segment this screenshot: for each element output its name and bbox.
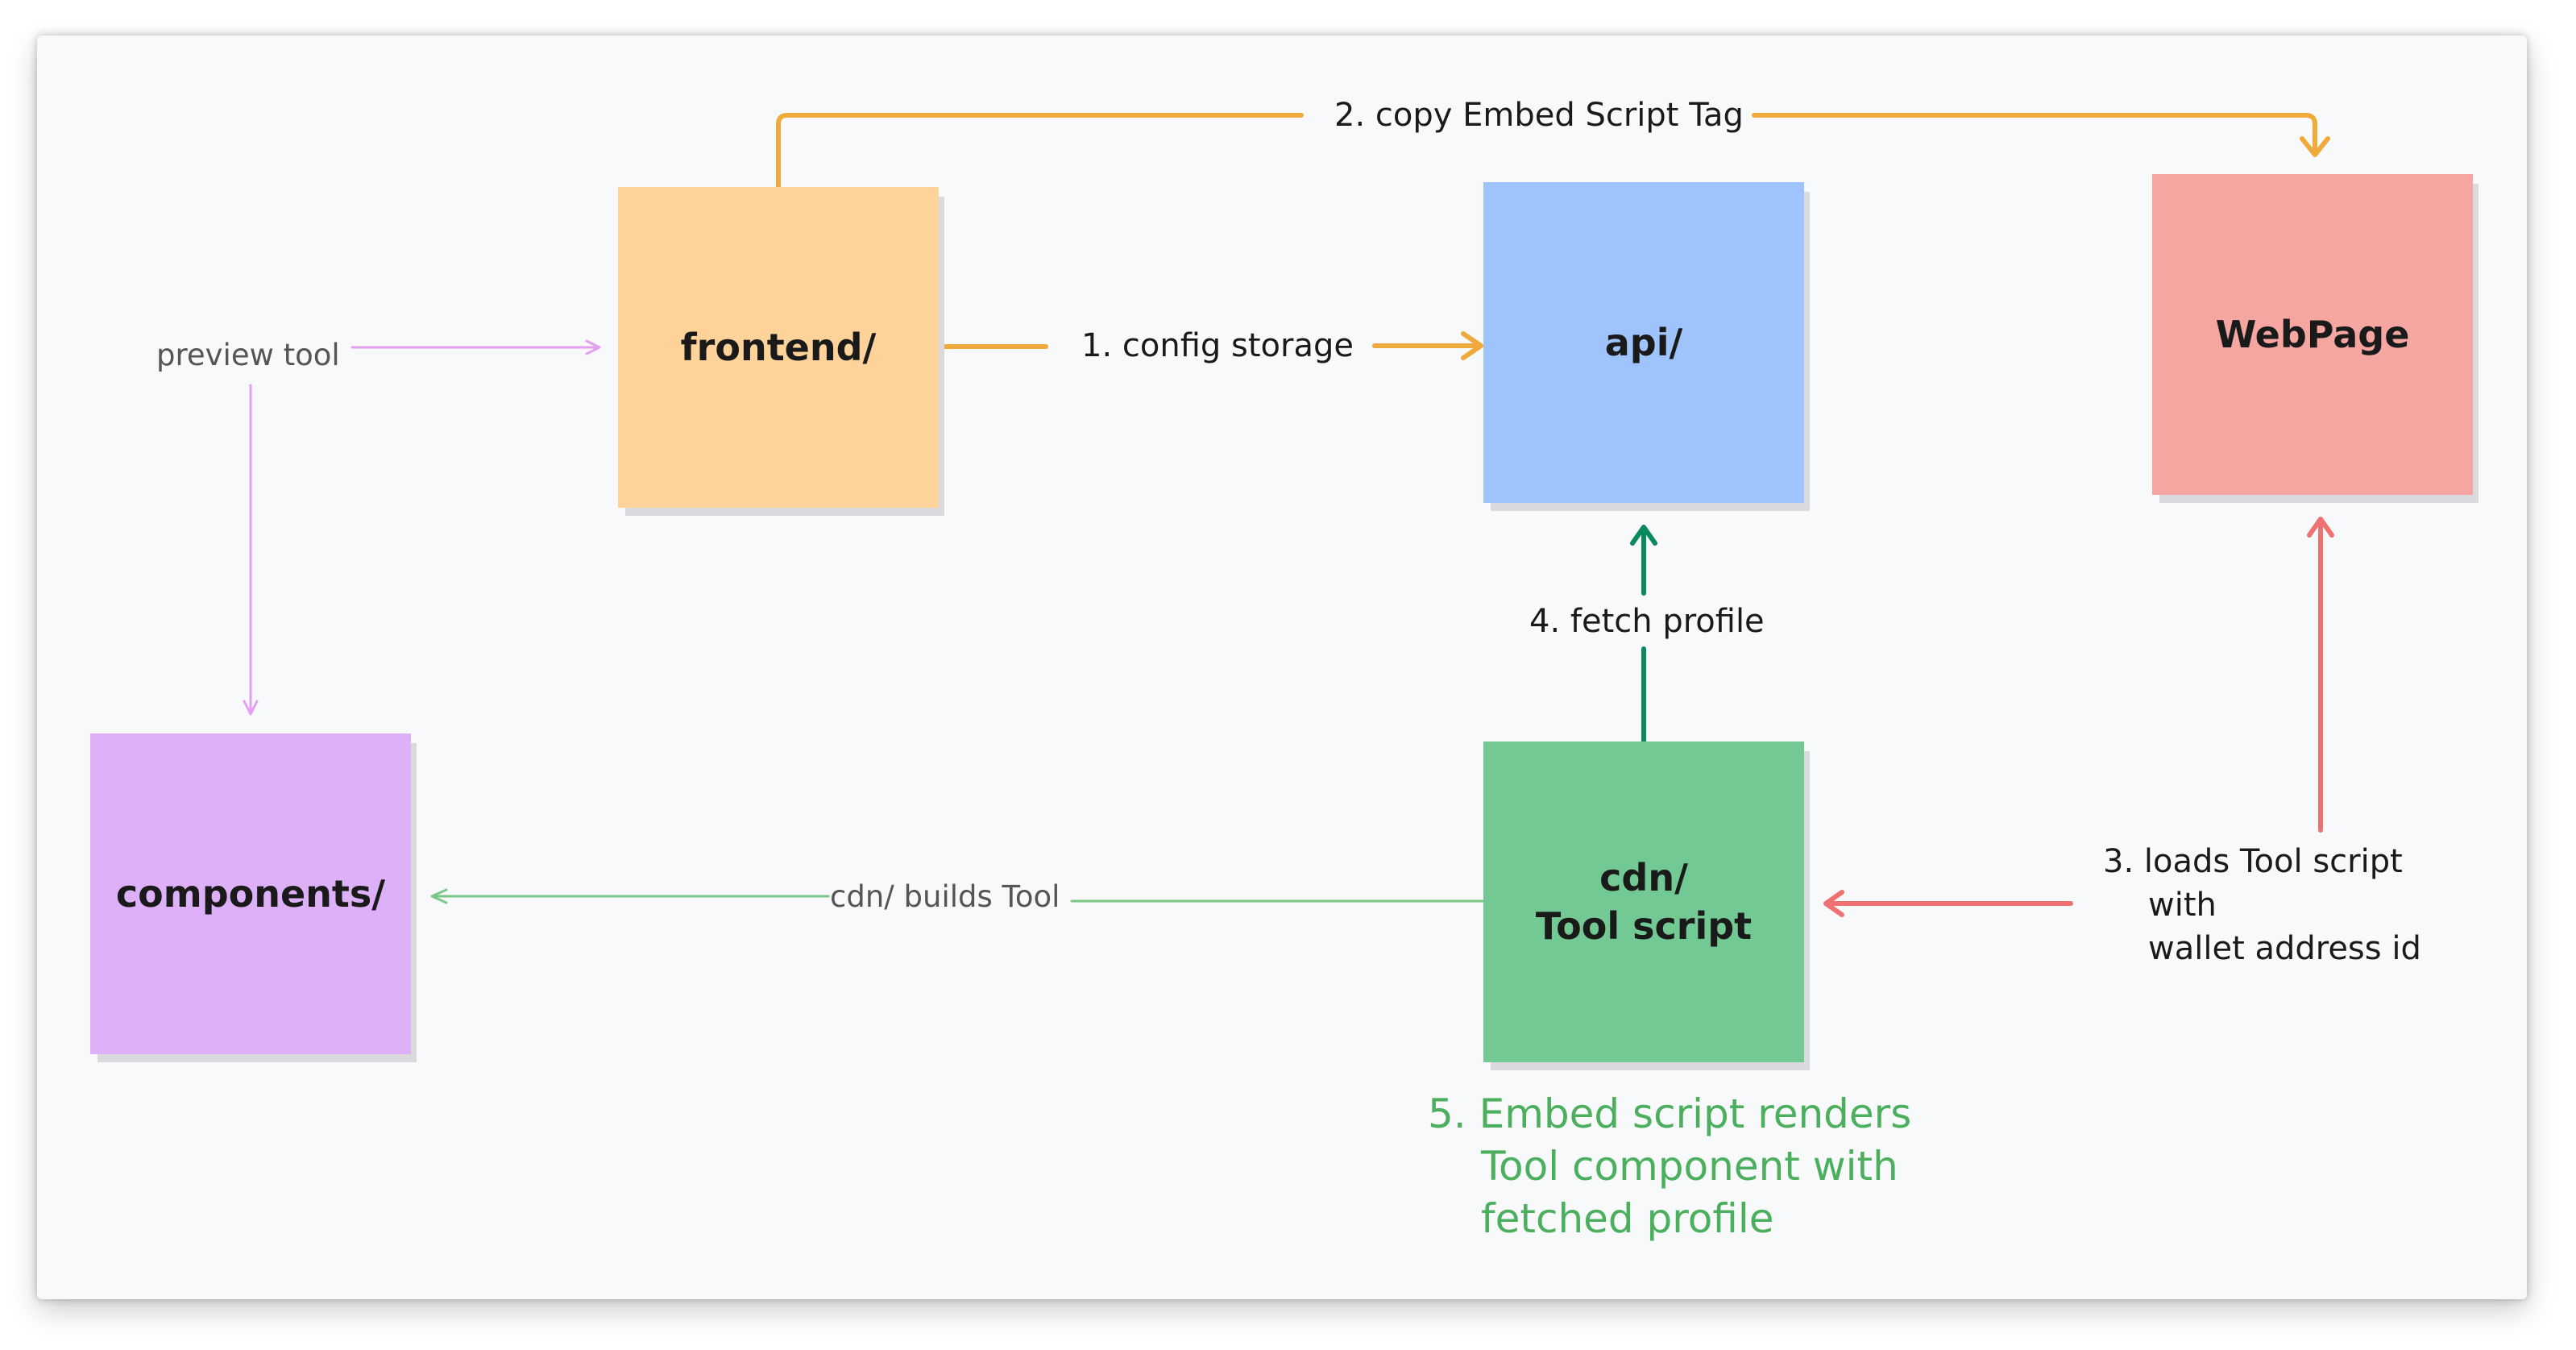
cdn-label-line1: cdn/	[1599, 856, 1688, 899]
cdn-node: cdn/ Tool script	[1483, 741, 1804, 1062]
label-loads-tool: 3. loads Tool script with wallet address…	[2103, 840, 2421, 970]
loads-tool-line2: with	[2148, 887, 2217, 924]
components-label: components/	[115, 872, 386, 916]
loads-tool-line3: wallet address id	[2148, 930, 2421, 967]
components-node: components/	[90, 733, 411, 1054]
webpage-label: WebPage	[2215, 313, 2410, 356]
frontend-node: frontend/	[618, 187, 939, 508]
note-embed-renders: 5. Embed script renders Tool component w…	[1428, 1088, 1911, 1245]
note-line2: Tool component with	[1481, 1143, 1898, 1190]
label-builds-tool: cdn/ builds Tool	[830, 879, 1060, 914]
api-node: api/	[1483, 182, 1804, 503]
cdn-label-line2: Tool script	[1535, 904, 1753, 948]
frontend-label: frontend/	[680, 326, 877, 369]
loads-tool-line1: 3. loads Tool script	[2103, 843, 2403, 880]
api-label: api/	[1604, 321, 1683, 364]
label-config-storage: 1. config storage	[1081, 327, 1354, 364]
note-line3: fetched profile	[1481, 1195, 1774, 1242]
diagram-canvas	[37, 35, 2527, 1299]
webpage-node: WebPage	[2152, 174, 2473, 495]
label-fetch-profile: 4. fetch profile	[1529, 603, 1765, 640]
label-preview-tool: preview tool	[156, 338, 340, 372]
label-copy-embed: 2. copy Embed Script Tag	[1334, 97, 1744, 134]
note-line1: 5. Embed script renders	[1428, 1090, 1912, 1137]
